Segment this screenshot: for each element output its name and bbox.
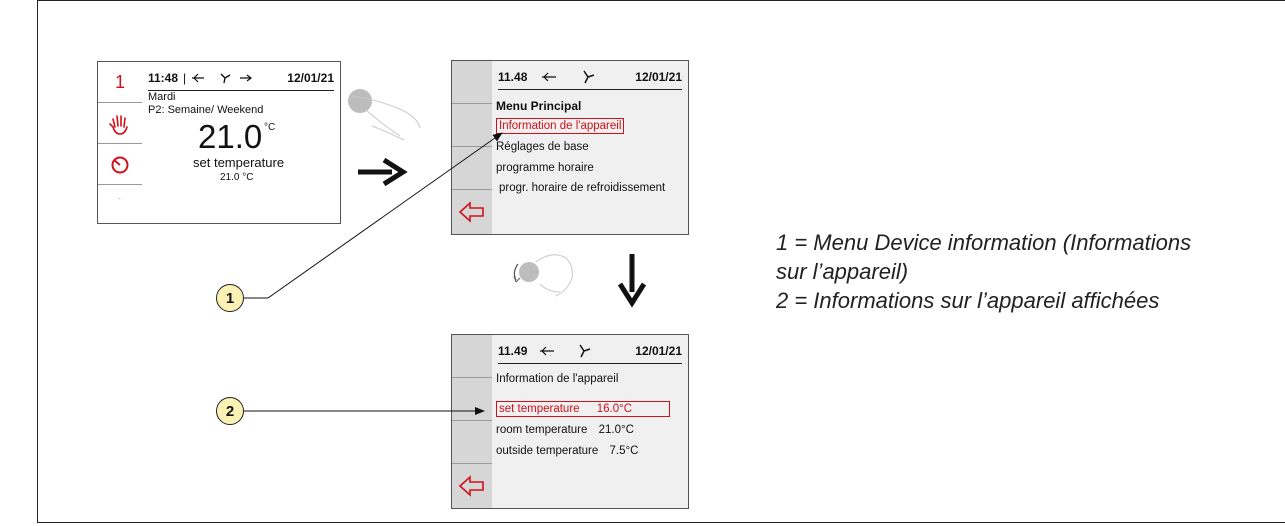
leader-line-1 [244,132,503,299]
program-label: P2: Semaine/ Weekend [148,104,264,116]
legend-line-3: 2 = Informations sur l’appareil affichée… [776,288,1160,313]
info-row-outside-temperature: outside temperature 7.5°C [496,445,638,457]
callout-1: 1 [216,284,244,312]
side-panel [452,61,493,234]
diagram-frame [37,0,1285,523]
hand-rotate-icon [513,254,573,297]
setpoint-value: 21.0 °C [220,172,254,183]
status-bar: 11.49 12/01/21 [498,343,682,364]
side-cell[interactable] [452,147,492,190]
side-panel [452,335,493,508]
status-bar: 11.48 12/01/21 [498,69,682,90]
back-arrow-icon [458,201,484,223]
set-temperature-label: set temperature [193,155,285,170]
timer-icon [111,156,129,174]
fan-icon [583,70,595,84]
back-button[interactable] [452,190,492,233]
legend-line-1: 1 = Menu Device information (Information… [776,230,1192,255]
status-date: 12/01/21 [635,344,682,358]
status-time: 11.48 [498,70,528,84]
menu-item-basic-settings[interactable]: Réglages de base [496,141,589,153]
status-separator: | [183,71,187,85]
info-row-room-temperature: room temperature 21.0°C [496,424,634,436]
menu-title: Menu Principal [496,99,582,113]
menu-item-device-info[interactable]: Information de l'appareil [496,118,625,134]
back-button[interactable] [452,464,492,507]
callout-2: 2 [216,397,244,425]
heating-icon [240,74,253,82]
status-date: 12/01/21 [287,71,334,85]
connection-icon [542,72,557,82]
side-cell-manual[interactable] [98,103,142,144]
info-row-value: 7.5°C [609,445,639,457]
status-bar: 11:48 | 12/01/21 [148,70,334,91]
status-time: 11:48 [148,71,179,85]
side-cell[interactable] [452,104,492,147]
status-date: 12/01/21 [635,70,682,84]
side-cell-number[interactable]: 1 [98,62,142,103]
info-row-label: room temperature [496,424,588,436]
side-cell[interactable] [452,421,492,464]
side-dot: - [118,194,121,203]
down-arrow-icon [617,254,647,308]
side-cell[interactable] [452,378,492,421]
day-label: Mardi [148,91,176,103]
hand-icon [109,115,128,135]
current-temperature: 21.0 [198,118,263,155]
fan-icon [579,344,591,358]
menu-item-schedule[interactable]: programme horaire [496,162,594,174]
info-row-set-temperature[interactable]: set temperature 16.0°C [496,401,670,417]
thermostat-home-screen: 1 - 11:48 | 12 [97,61,341,224]
info-title: Information de l'appareil [496,373,619,385]
temperature-unit: °C [264,122,276,133]
right-arrow-icon [358,157,408,187]
info-row-value: 16.0°C [596,403,633,415]
fan-icon [220,73,231,84]
connection-icon [540,346,555,356]
side-cell[interactable] [452,335,492,378]
legend-line-2: sur l’appareil) [776,259,909,284]
info-row-label: set temperature [499,403,580,415]
main-menu-screen: 11.48 12/01/21 Menu Principal Informatio… [451,60,689,235]
legend: 1 = Menu Device information (Information… [776,228,1191,315]
connection-icon [192,73,205,83]
side-cell-timer[interactable] [98,144,142,185]
info-row-label: outside temperature [496,445,599,457]
device-info-screen: 11.49 12/01/21 Information de l'appareil… [451,334,689,509]
status-time: 11.49 [498,344,528,358]
info-row-value: 21.0°C [598,424,634,436]
side-cell[interactable] [452,61,492,104]
hand-press-icon [348,89,421,141]
side-number: 1 [114,72,125,92]
back-arrow-icon [458,475,484,497]
menu-item-cooling-schedule[interactable]: progr. horaire de refroidissement [499,182,666,194]
